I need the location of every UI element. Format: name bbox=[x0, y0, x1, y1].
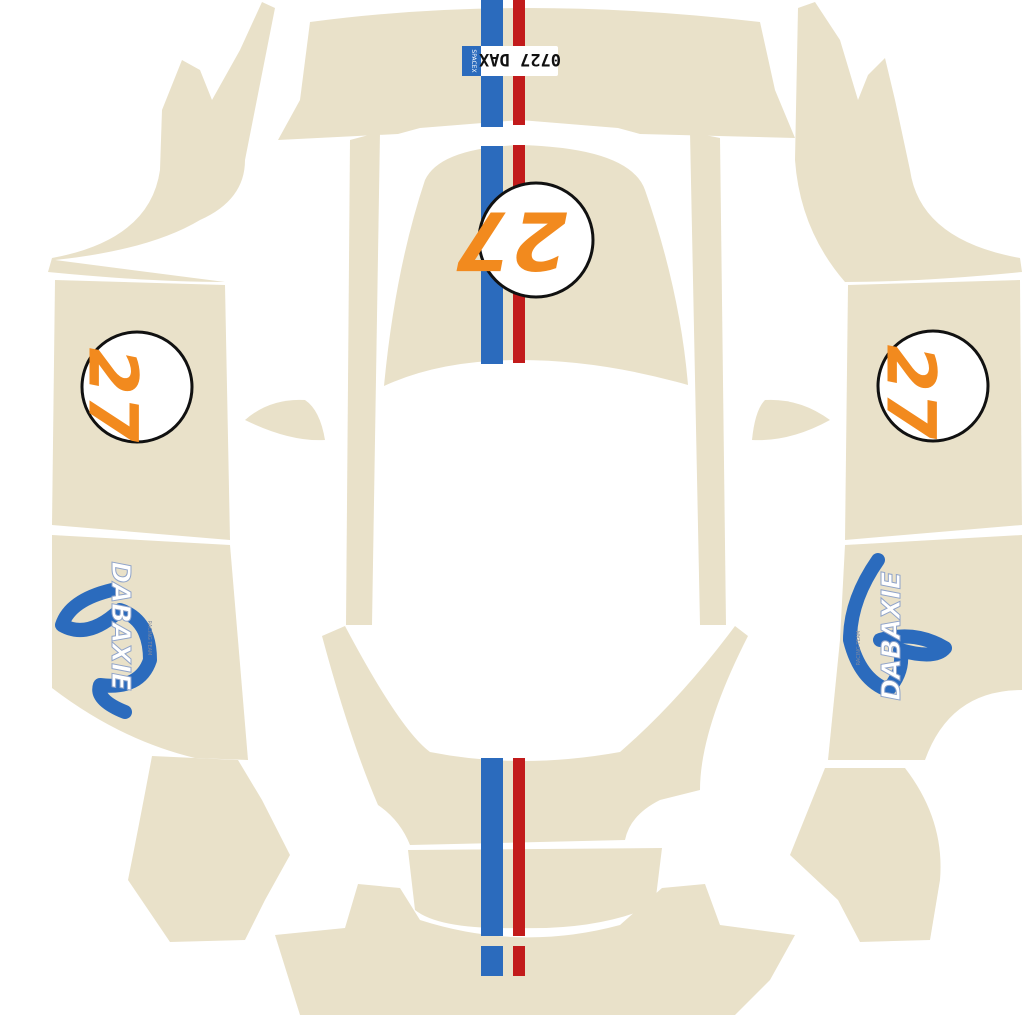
right-sponsor-tagline: RACING TEAM bbox=[856, 631, 862, 666]
front-valance-panel bbox=[275, 884, 795, 1015]
left-sponsor-mark-icon bbox=[55, 583, 157, 719]
red-stripe-valance bbox=[513, 946, 525, 976]
left-door-race-number: 27 bbox=[73, 348, 152, 443]
right-front-wing-panel bbox=[790, 768, 941, 942]
left-sponsor-tagline: RACING TEAM bbox=[146, 621, 152, 656]
right-pillar-panel bbox=[690, 132, 726, 625]
right-upper-fender-panel bbox=[795, 2, 1022, 282]
front-apron-panel bbox=[408, 848, 662, 929]
racing-stripes bbox=[481, 0, 525, 976]
left-door-roundel: 27 bbox=[73, 330, 194, 444]
right-mirror-panel bbox=[752, 399, 830, 441]
left-sponsor-wordmark: DABAXIE bbox=[105, 561, 135, 690]
hood-roundel: 27 bbox=[456, 181, 595, 299]
license-plate: SPACEX 0727 DAX bbox=[462, 46, 561, 76]
right-door-roundel: 27 bbox=[871, 329, 990, 443]
left-mirror-panel bbox=[245, 399, 325, 441]
body-panels bbox=[48, 2, 1022, 1015]
blue-stripe-nose bbox=[481, 758, 503, 936]
left-pillar-panel bbox=[346, 132, 380, 625]
left-front-wing-panel bbox=[128, 756, 290, 942]
right-sponsor-wordmark: DABAXIE bbox=[877, 571, 907, 700]
front-nose-panel bbox=[322, 626, 748, 845]
license-plate-number: 0727 DAX bbox=[478, 49, 561, 69]
left-upper-fender-panel bbox=[48, 2, 275, 282]
plate-tag-label: SPACEX bbox=[470, 49, 477, 72]
right-sponsor-mark-icon bbox=[843, 553, 952, 697]
left-sponsor-logo: DABAXIE RACING TEAM bbox=[55, 561, 157, 719]
right-sponsor-logo: DABAXIE RACING TEAM bbox=[843, 553, 952, 701]
hood-race-number: 27 bbox=[456, 194, 568, 287]
right-rear-quarter-panel bbox=[828, 535, 1022, 760]
red-stripe-nose bbox=[513, 758, 525, 936]
right-door-race-number: 27 bbox=[871, 345, 950, 440]
blue-stripe-valance bbox=[481, 946, 503, 976]
